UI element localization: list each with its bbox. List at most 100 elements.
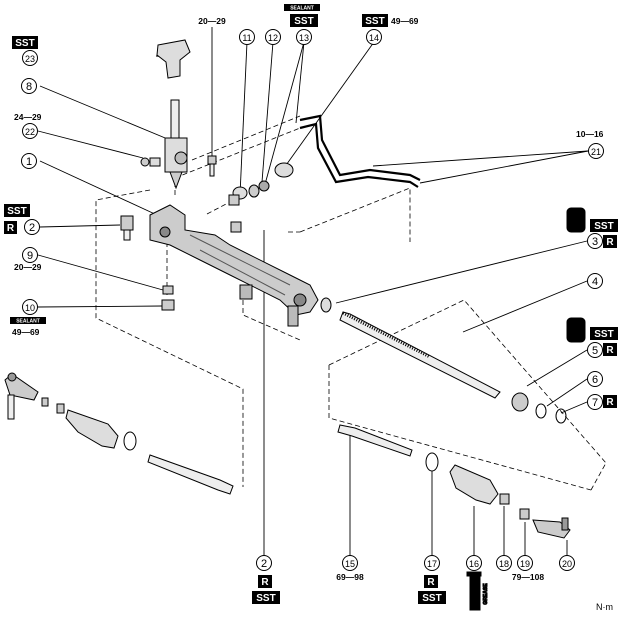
svg-text:18: 18: [499, 559, 509, 569]
svg-text:8: 8: [26, 81, 32, 93]
svg-text:3: 3: [592, 236, 598, 248]
svg-text:SST: SST: [594, 221, 613, 232]
atf-label-lower: ATF: [571, 329, 580, 335]
svg-text:SST: SST: [7, 206, 26, 217]
r-tag-2b: R: [258, 575, 272, 588]
svg-text:2: 2: [261, 558, 267, 570]
svg-text:R: R: [606, 397, 614, 408]
callout-10: 10: [22, 299, 38, 315]
r-tag-5: R: [603, 343, 617, 356]
callout-5: 5: [587, 342, 603, 358]
torque-13: 49—69: [391, 16, 419, 26]
part-fitting-22: [140, 157, 161, 167]
part-sst-tool: [156, 39, 191, 79]
part-bolt-top: [207, 155, 217, 165]
torque-labels: 20—29 49—69 24—29 20—29 49—69 10—16 69—9…: [12, 16, 604, 582]
svg-text:SST: SST: [15, 38, 34, 49]
callout-2: 2: [24, 219, 40, 235]
part-tie-rod-left: [147, 454, 234, 495]
svg-text:21: 21: [591, 147, 601, 157]
callout-21: 21: [588, 143, 604, 159]
callout-14: 14: [366, 29, 382, 45]
svg-text:SST: SST: [594, 329, 613, 340]
callout-1: 1: [21, 153, 37, 169]
part-13: [258, 180, 270, 192]
part-tie-rod-end-left: [4, 372, 39, 420]
callout-8: 8: [21, 78, 37, 94]
callout-17: 17: [424, 555, 440, 571]
sealant-tag-13: SEALANT: [284, 4, 320, 12]
svg-text:4: 4: [592, 276, 598, 288]
part-bushing-5: [511, 392, 529, 412]
callout-7: 7: [587, 394, 603, 410]
atf-icon-upper: ATF: [566, 207, 586, 233]
grease-icon: GREASE: [466, 571, 490, 611]
part-pipes: [299, 114, 421, 188]
callout-2-lower: 2: [256, 555, 272, 571]
callout-16: 16: [466, 555, 482, 571]
r-tag-2: R: [4, 221, 17, 234]
svg-text:16: 16: [469, 559, 479, 569]
r-tag-7: R: [603, 395, 617, 408]
callout-20: 20: [559, 555, 575, 571]
part-nut-9: [162, 285, 174, 295]
svg-text:SEALANT: SEALANT: [290, 6, 314, 12]
svg-text:5: 5: [592, 345, 598, 357]
sst-tag-13: SST: [290, 14, 318, 27]
svg-text:R: R: [606, 237, 614, 248]
callout-15: 15: [342, 555, 358, 571]
svg-text:2: 2: [29, 222, 35, 234]
steering-parts: ATF ATF GREASE: [4, 39, 586, 611]
callout-22: 22: [22, 123, 38, 139]
atf-icon-lower: ATF: [566, 317, 586, 343]
svg-text:R: R: [606, 345, 614, 356]
svg-text:9: 9: [27, 250, 33, 262]
svg-text:17: 17: [427, 559, 437, 569]
svg-text:SST: SST: [256, 593, 275, 604]
callout-numbers: 1 2 2 3 4 5 6 7 8 9 10 11 12 13 14 15 16…: [21, 29, 604, 571]
part-pinion-shaft: [164, 99, 188, 190]
torque-9: 20—29: [14, 262, 42, 272]
sst-tags: SST SST SEALANT SST SST R SEALANT SST R …: [4, 4, 618, 604]
callout-4: 4: [587, 273, 603, 289]
grease-label: GREASE: [483, 583, 489, 605]
svg-text:6: 6: [592, 374, 598, 386]
svg-text:SST: SST: [422, 593, 441, 604]
callout-12: 12: [265, 29, 281, 45]
svg-text:12: 12: [268, 33, 278, 43]
svg-text:15: 15: [345, 559, 355, 569]
atf-label-upper: ATF: [571, 219, 580, 225]
svg-text:SEALANT: SEALANT: [16, 319, 40, 325]
svg-text:R: R: [427, 577, 435, 588]
svg-text:10: 10: [25, 303, 35, 313]
part-14: [274, 162, 294, 178]
svg-text:20: 20: [562, 559, 572, 569]
torque-10: 49—69: [12, 327, 40, 337]
sst-tag-5: SST: [590, 327, 618, 340]
svg-text:23: 23: [25, 54, 35, 64]
part-gear-housing: [149, 204, 319, 327]
callout-11: 11: [239, 29, 255, 45]
svg-text:SST: SST: [365, 16, 384, 27]
svg-text:R: R: [7, 223, 15, 234]
svg-text:22: 22: [25, 127, 35, 137]
svg-text:11: 11: [242, 33, 251, 43]
callout-19: 19: [517, 555, 533, 571]
svg-text:14: 14: [369, 33, 379, 43]
unit-label: N·m: [596, 602, 613, 612]
callout-18: 18: [496, 555, 512, 571]
sst-tag-2b: SST: [252, 591, 280, 604]
svg-text:13: 13: [299, 33, 309, 43]
part-mount-bushing-left: [120, 215, 134, 241]
sealant-tag-10: SEALANT: [10, 317, 46, 325]
callout-3: 3: [587, 233, 603, 249]
svg-text:19: 19: [520, 559, 530, 569]
sst-tag-2: SST: [4, 204, 30, 217]
sst-tag-3: SST: [590, 219, 618, 232]
r-tag-3: R: [603, 235, 617, 248]
part-rack: [339, 311, 501, 399]
sst-tag-14: SST: [362, 14, 388, 27]
svg-text:7: 7: [592, 397, 598, 409]
callout-9: 9: [22, 247, 38, 263]
